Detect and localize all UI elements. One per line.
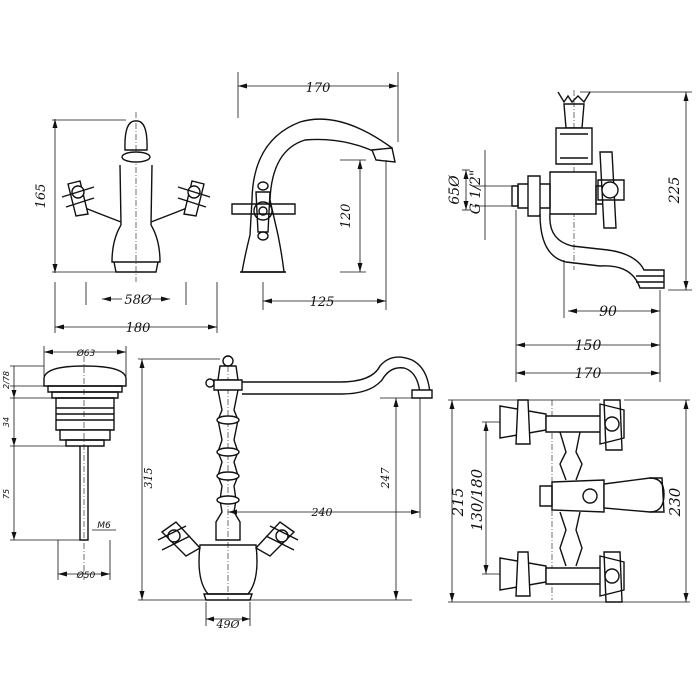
pop-up-waste-view (10, 346, 127, 580)
wall-mixer-side-view (462, 90, 692, 382)
side-overall-dim: 170 (306, 81, 331, 96)
basin-center-dim: 58Ø (124, 293, 152, 308)
bath-height-dim: 215 (449, 488, 467, 518)
bath-mixer-front-view (448, 399, 690, 603)
basin-height-dim: 165 (34, 184, 49, 209)
waste-dia-bottom-dim: Ø50 (76, 570, 96, 581)
wall-reach-150-dim: 150 (575, 338, 602, 354)
wall-spacing-dim: 65Ø (447, 175, 463, 205)
basin-mixer-front-view (52, 112, 218, 333)
side-spout-height-dim: 120 (339, 204, 354, 229)
waste-depth-dim: 34 (2, 417, 11, 427)
basin-mixer-side-view (231, 72, 399, 310)
basin-width-dim: 180 (126, 321, 151, 336)
kitchen-base-dim: 49Ø (215, 618, 240, 631)
kitchen-height-dim: 315 (142, 468, 155, 489)
waste-length-dim: 75 (2, 489, 11, 499)
kitchen-spout-dim: 247 (379, 468, 392, 490)
wall-thread-dim: G 1/2" (468, 170, 484, 215)
waste-thread-dim: M6 (97, 521, 111, 531)
side-reach-dim: 125 (310, 295, 335, 310)
bath-centers-dim: 130/180 (468, 468, 486, 531)
wall-reach-90-dim: 90 (599, 304, 617, 320)
waste-dia-top-dim: Ø63 (76, 348, 96, 359)
bath-overall-dim: 230 (666, 487, 684, 517)
waste-range-dim: 2/78 (2, 371, 11, 389)
wall-reach-170-dim: 170 (575, 366, 602, 382)
kitchen-mixer-view (138, 355, 433, 626)
kitchen-reach-dim: 240 (311, 506, 333, 519)
wall-height-dim: 225 (667, 177, 683, 205)
